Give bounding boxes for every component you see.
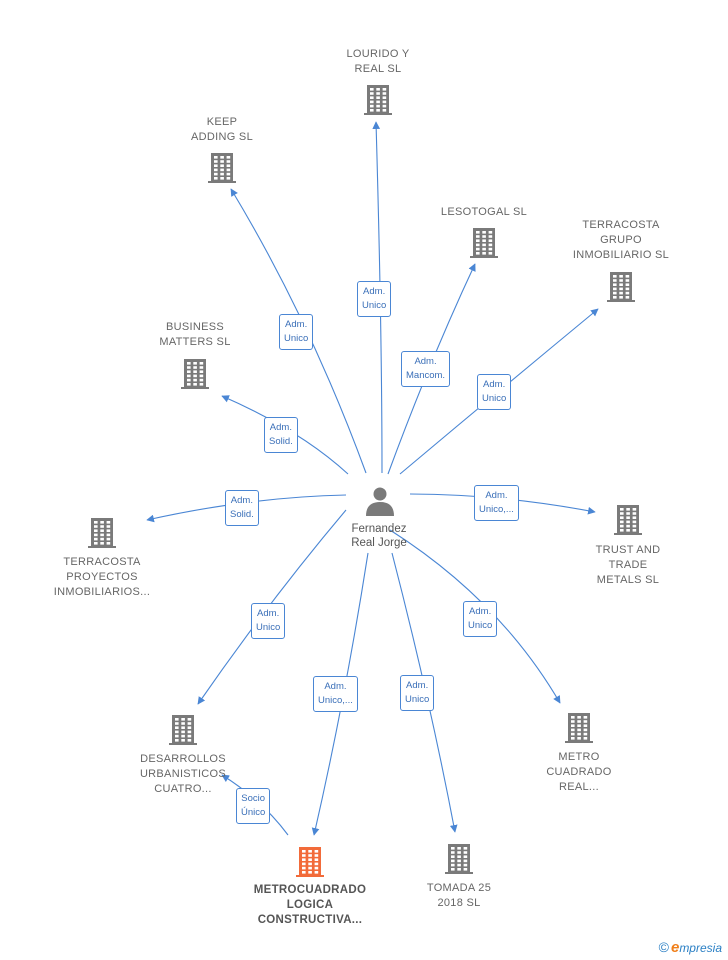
edge-label-line: Solid.: [269, 436, 293, 447]
company-label-line: URBANISTICOS: [139, 768, 227, 780]
edge-label-metro[interactable]: Adm. Unico: [463, 601, 498, 637]
edge-label-business[interactable]: Adm. Solid.: [264, 417, 298, 453]
edge-label-line: Adm.: [324, 681, 347, 692]
edge-label-line: Unico,...: [479, 504, 514, 515]
edge-label-line: Adm.: [414, 356, 437, 367]
company-label-line: BUSINESS: [165, 321, 225, 333]
company-label-line: INMOBILIARIO SL: [572, 249, 670, 261]
building-icon-lesotogal[interactable]: [470, 228, 498, 258]
edge-label-line: Unico: [482, 393, 507, 404]
edge-label-line: Adm.: [483, 379, 506, 390]
edge-label-line: Socio: [241, 793, 266, 804]
company-label-metrocuadrado[interactable]: METROCUADRADO LOGICA CONSTRUCTIVA...: [235, 883, 385, 928]
person-icon[interactable]: [366, 487, 394, 517]
edge-label-keep[interactable]: Adm. Unico: [279, 314, 314, 350]
company-label-lesotogal[interactable]: LESOTOGAL SL: [409, 205, 559, 220]
copyright-icon: ©: [658, 939, 669, 955]
company-label-line: TERRACOSTA: [63, 556, 141, 568]
building-icon-tomada[interactable]: [445, 844, 473, 874]
company-label-line: TOMADA 25: [426, 882, 492, 894]
company-label-line: CUADRADO: [546, 766, 612, 778]
company-label-line: GRUPO: [600, 234, 642, 246]
building-icon-keep[interactable]: [208, 153, 236, 183]
company-label-tomada[interactable]: TOMADA 25 2018 SL: [384, 881, 534, 911]
company-label-line: CONSTRUCTIVA...: [257, 914, 363, 926]
edge-label-terracosta-grupo[interactable]: Adm. Unico: [477, 374, 512, 410]
company-label-line: CUATRO...: [154, 783, 212, 795]
company-label-desarrollos[interactable]: DESARROLLOS URBANISTICOS CUATRO...: [108, 752, 258, 797]
person-name-line1: Fernandez: [351, 523, 407, 535]
company-label-line: LOURIDO Y: [346, 48, 410, 60]
edge-label-line: Unico: [362, 300, 387, 311]
company-label-line: 2018 SL: [437, 897, 481, 909]
edge-label-terracosta-proyectos[interactable]: Adm. Solid.: [225, 490, 259, 526]
company-label-trust[interactable]: TRUST AND TRADE METALS SL: [553, 543, 703, 588]
company-label-line: TRUST AND: [595, 544, 661, 556]
company-label-terracosta-grupo[interactable]: TERRACOSTA GRUPO INMOBILIARIO SL: [546, 218, 696, 263]
company-label-metro[interactable]: METRO CUADRADO REAL...: [504, 750, 654, 795]
brand-logo-initial: e: [670, 939, 680, 956]
company-label-keep[interactable]: KEEP ADDING SL: [147, 115, 297, 145]
edge-label-line: Unico: [405, 694, 430, 705]
company-label-line: LOGICA: [286, 899, 334, 911]
company-label-line: TERRACOSTA: [582, 219, 660, 231]
edge-label-line: Mancom.: [406, 370, 446, 381]
company-label-line: METROCUADRADO: [253, 884, 367, 896]
person-name[interactable]: Fernandez Real Jorge: [319, 522, 439, 550]
brand-footer[interactable]: ©empresia: [659, 939, 722, 956]
edge-label-tomada[interactable]: Adm. Unico: [400, 675, 435, 711]
company-label-line: METRO: [558, 751, 600, 763]
company-label-line: INMOBILIARIOS...: [53, 586, 151, 598]
building-icon-trust[interactable]: [614, 505, 642, 535]
edge-label-line: Adm.: [485, 490, 508, 501]
building-icon-metrocuadrado[interactable]: [296, 847, 324, 877]
edge-label-metrocuadrado[interactable]: Adm. Unico,...: [313, 676, 358, 712]
edge-label-line: Solid.: [230, 509, 254, 520]
edge-label-desarrollos[interactable]: Adm. Unico: [251, 603, 286, 639]
company-label-lourido[interactable]: LOURIDO Y REAL SL: [303, 47, 453, 77]
company-label-line: TRADE: [608, 559, 648, 571]
company-label-line: ADDING SL: [191, 131, 253, 143]
edge-label-trust[interactable]: Adm. Unico,...: [474, 485, 519, 521]
edge-label-line: Único: [241, 807, 266, 818]
brand-logo-text: mpresia: [679, 941, 722, 955]
edge-label-line: Adm.: [285, 319, 308, 330]
company-label-line: METALS SL: [596, 574, 660, 586]
company-label-line: REAL SL: [354, 63, 402, 75]
company-label-terracosta-proyectos[interactable]: TERRACOSTA PROYECTOS INMOBILIARIOS...: [27, 555, 177, 600]
company-label-business[interactable]: BUSINESS MATTERS SL: [120, 320, 270, 350]
building-icon-metro[interactable]: [565, 713, 593, 743]
building-icon-lourido[interactable]: [364, 85, 392, 115]
company-label-line: PROYECTOS: [66, 571, 138, 583]
edge-label-line: Unico,...: [318, 695, 353, 706]
company-label-line: DESARROLLOS: [140, 753, 226, 765]
company-label-line: REAL...: [558, 781, 599, 793]
edge-label-line: Adm.: [363, 286, 386, 297]
person-name-line2: Real Jorge: [351, 537, 407, 549]
edge-label-line: Adm.: [469, 606, 492, 617]
company-label-line: LESOTOGAL SL: [440, 206, 528, 218]
building-icon-desarrollos[interactable]: [169, 715, 197, 745]
building-icon-terracosta-proyectos[interactable]: [88, 518, 116, 548]
building-icon-business[interactable]: [181, 359, 209, 389]
edge-label-line: Unico: [284, 333, 309, 344]
edge-label-line: Adm.: [230, 495, 253, 506]
edge-label-line: Adm.: [406, 680, 429, 691]
edge-label-line: Adm.: [257, 608, 280, 619]
edge-label-line: Unico: [468, 620, 493, 631]
edge-label-lourido[interactable]: Adm. Unico: [357, 281, 392, 317]
building-icon-terracosta-grupo[interactable]: [607, 272, 635, 302]
edge-label-line: Adm.: [269, 422, 292, 433]
edge-label-line: Unico: [256, 622, 281, 633]
edge-label-lesotogal[interactable]: Adm. Mancom.: [401, 351, 451, 387]
company-label-line: KEEP: [206, 116, 238, 128]
company-label-line: MATTERS SL: [159, 336, 231, 348]
